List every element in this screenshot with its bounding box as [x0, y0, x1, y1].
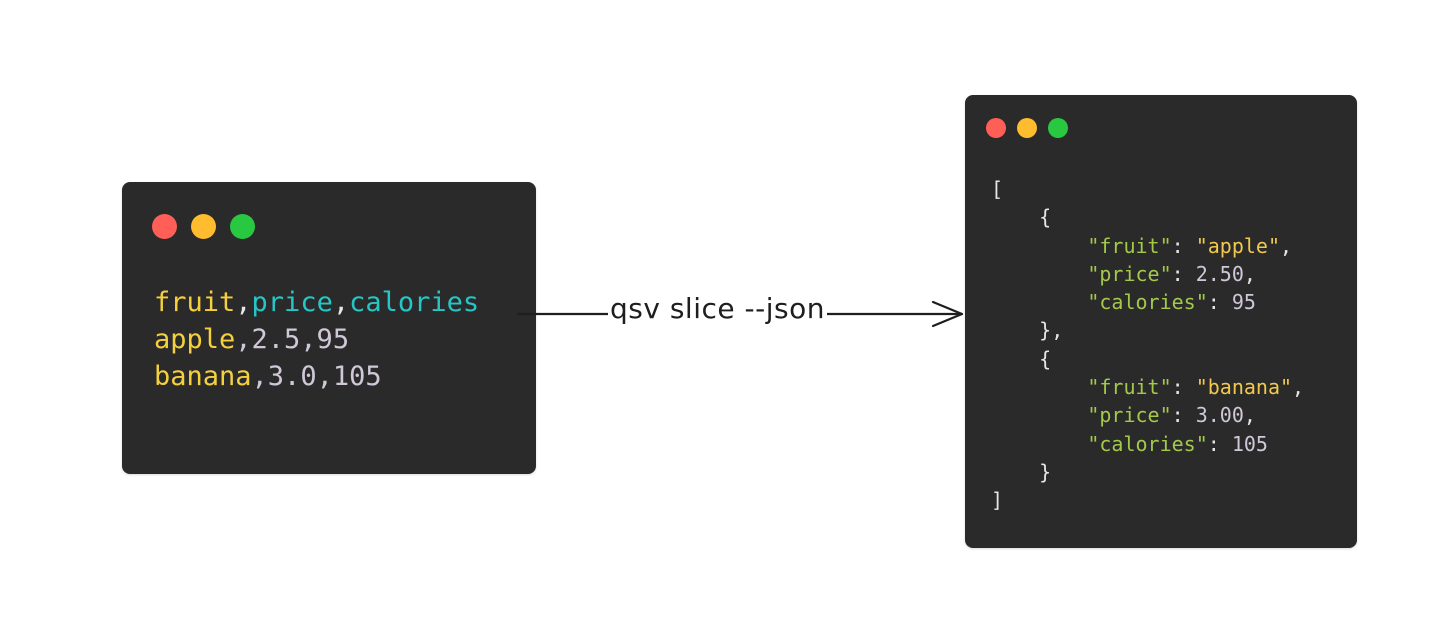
code-token: fruit [154, 287, 236, 318]
csv-line: banana,3.0,105 [154, 358, 479, 395]
close-dot-icon [152, 214, 177, 239]
maximize-dot-icon [230, 214, 255, 239]
code-token: } [991, 459, 1052, 484]
code-token: apple [154, 324, 236, 355]
code-token: : [1171, 261, 1196, 286]
code-token: , [1243, 261, 1256, 286]
code-token: [ [991, 177, 1004, 201]
code-token: "banana" [1195, 375, 1293, 400]
code-token: ] [991, 488, 1004, 513]
json-line: ] [991, 486, 1304, 514]
code-token: }, [991, 318, 1064, 343]
code-token: ,3.0,105 [251, 361, 382, 392]
json-line: [ [991, 175, 1304, 203]
json-line: }, [991, 316, 1304, 344]
code-token: "fruit" [991, 375, 1172, 400]
code-token: 95 [1231, 290, 1256, 315]
code-token: , [332, 287, 350, 318]
arrow-label: qsv slice --json [608, 292, 827, 325]
csv-line: fruit,price,calories [154, 284, 479, 321]
window-controls [152, 214, 255, 239]
maximize-dot-icon [1048, 118, 1068, 138]
code-token: "price" [991, 261, 1172, 286]
code-token: : [1207, 290, 1232, 315]
code-token: : [1171, 403, 1196, 428]
json-line: "fruit": "banana", [991, 373, 1304, 401]
code-token: 2.50 [1195, 261, 1244, 286]
json-line: { [991, 203, 1304, 231]
json-line: "price": 2.50, [991, 260, 1304, 288]
code-token: "price" [991, 403, 1172, 428]
code-token: , [1280, 233, 1293, 258]
code-token: "calories" [991, 290, 1208, 315]
code-token: banana [154, 361, 252, 392]
minimize-dot-icon [191, 214, 216, 239]
code-token: , [1243, 403, 1256, 428]
code-token: 3.00 [1195, 403, 1244, 428]
json-code-block: [ { "fruit": "apple", "price": 2.50, "ca… [991, 175, 1304, 515]
code-token: : [1171, 375, 1196, 400]
code-token: 105 [1231, 431, 1268, 456]
json-line: "calories": 95 [991, 288, 1304, 316]
code-token: price [251, 287, 333, 318]
json-line: "calories": 105 [991, 430, 1304, 458]
json-line: "price": 3.00, [991, 401, 1304, 429]
minimize-dot-icon [1017, 118, 1037, 138]
json-line: } [991, 458, 1304, 486]
code-token: "fruit" [991, 233, 1172, 258]
code-token: "calories" [991, 431, 1208, 456]
arrow-head-icon [931, 300, 964, 328]
code-token: , [235, 287, 252, 318]
window-controls [986, 118, 1068, 138]
code-token: , [1292, 375, 1305, 400]
code-token: "apple" [1195, 233, 1281, 258]
code-token: : [1171, 233, 1196, 258]
json-line: { [991, 345, 1304, 373]
code-token: ,2.5,95 [235, 324, 350, 355]
json-code-window: [ { "fruit": "apple", "price": 2.50, "ca… [965, 95, 1357, 548]
code-token: calories [349, 287, 480, 318]
code-token: { [991, 346, 1052, 371]
code-token: { [991, 205, 1052, 230]
close-dot-icon [986, 118, 1006, 138]
code-token: : [1207, 431, 1232, 456]
json-line: "fruit": "apple", [991, 232, 1304, 260]
csv-line: apple,2.5,95 [154, 321, 479, 358]
